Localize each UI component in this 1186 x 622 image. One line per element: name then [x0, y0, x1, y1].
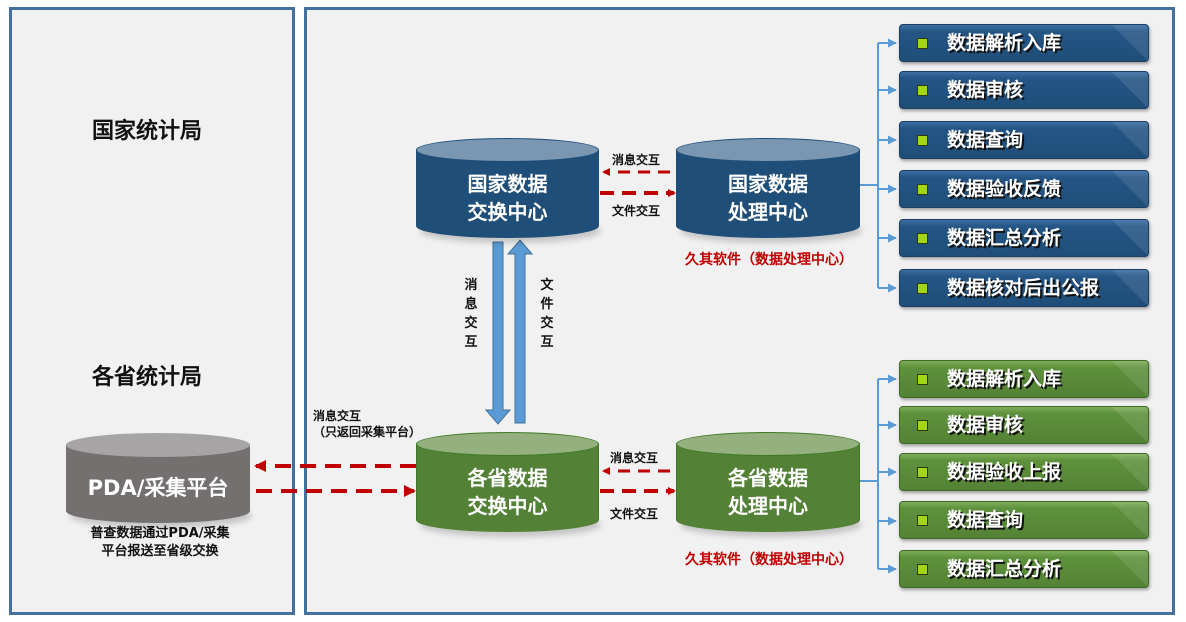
pda-link-label: 消息交互 （只返回采集平台） [313, 409, 422, 439]
vertical-message-label: 消息交互 [464, 278, 478, 350]
provincial-exchange-center: 各省数据 交换中心 [416, 432, 601, 537]
national-file-label: 文件交互 [612, 204, 661, 218]
provincial-vendor-note: 久其软件（数据处理中心） [685, 552, 853, 568]
vertical-message-arrow-down [484, 241, 512, 425]
provincial-file-label: 文件交互 [610, 507, 659, 521]
national-exchange-center-label: 国家数据 交换中心 [467, 172, 548, 224]
bullet-icon [917, 184, 928, 195]
provincial-function-item[interactable]: 数据验收上报 [899, 453, 1149, 491]
national-function-item[interactable]: 数据验收反馈 [899, 170, 1149, 208]
pda-note: 普查数据通过PDA/采集 平台报送至省级交换 [90, 526, 230, 559]
bullet-icon [917, 233, 928, 244]
national-processing-center-label: 国家数据 处理中心 [728, 172, 808, 224]
bullet-icon [917, 564, 928, 575]
provincial-exchange-center-label: 各省数据 交换中心 [467, 466, 548, 518]
pda-collection-platform: PDA/采集平台 [66, 433, 252, 528]
pda-label: PDA/采集平台 [87, 476, 229, 500]
bullet-icon [917, 515, 928, 526]
bullet-icon [917, 374, 928, 385]
national-bureau-label: 国家统计局 [92, 119, 203, 144]
provincial-function-item[interactable]: 数据审核 [899, 406, 1149, 444]
national-function-item[interactable]: 数据审核 [899, 71, 1149, 109]
national-function-item[interactable]: 数据汇总分析 [899, 219, 1149, 257]
provincial-processing-center: 各省数据 处理中心 [676, 432, 862, 537]
national-processing-center: 国家数据 处理中心 [676, 138, 862, 243]
vertical-file-arrow-up [506, 239, 534, 424]
bullet-icon [917, 283, 928, 294]
bullet-icon [917, 135, 928, 146]
provincial-function-item[interactable]: 数据查询 [899, 501, 1149, 539]
national-message-label: 消息交互 [612, 153, 661, 167]
bullet-icon [917, 85, 928, 96]
bullet-icon [917, 38, 928, 49]
national-function-tree [860, 38, 897, 293]
provincial-message-label: 消息交互 [610, 451, 659, 465]
provincial-function-item[interactable]: 数据解析入库 [899, 360, 1149, 398]
national-function-item[interactable]: 数据解析入库 [899, 24, 1149, 62]
provincial-bureau-label: 各省统计局 [92, 365, 203, 390]
provincial-processing-center-label: 各省数据 处理中心 [728, 466, 808, 518]
national-function-item[interactable]: 数据查询 [899, 121, 1149, 159]
bullet-icon [917, 420, 928, 431]
bullet-icon [917, 467, 928, 478]
national-exchange-center: 国家数据 交换中心 [416, 138, 601, 243]
provincial-function-item[interactable]: 数据汇总分析 [899, 550, 1149, 588]
national-vendor-note: 久其软件（数据处理中心） [685, 252, 853, 268]
national-function-item[interactable]: 数据核对后出公报 [899, 269, 1149, 307]
provincial-function-tree [860, 374, 897, 574]
vertical-file-label: 文件交互 [540, 278, 554, 350]
